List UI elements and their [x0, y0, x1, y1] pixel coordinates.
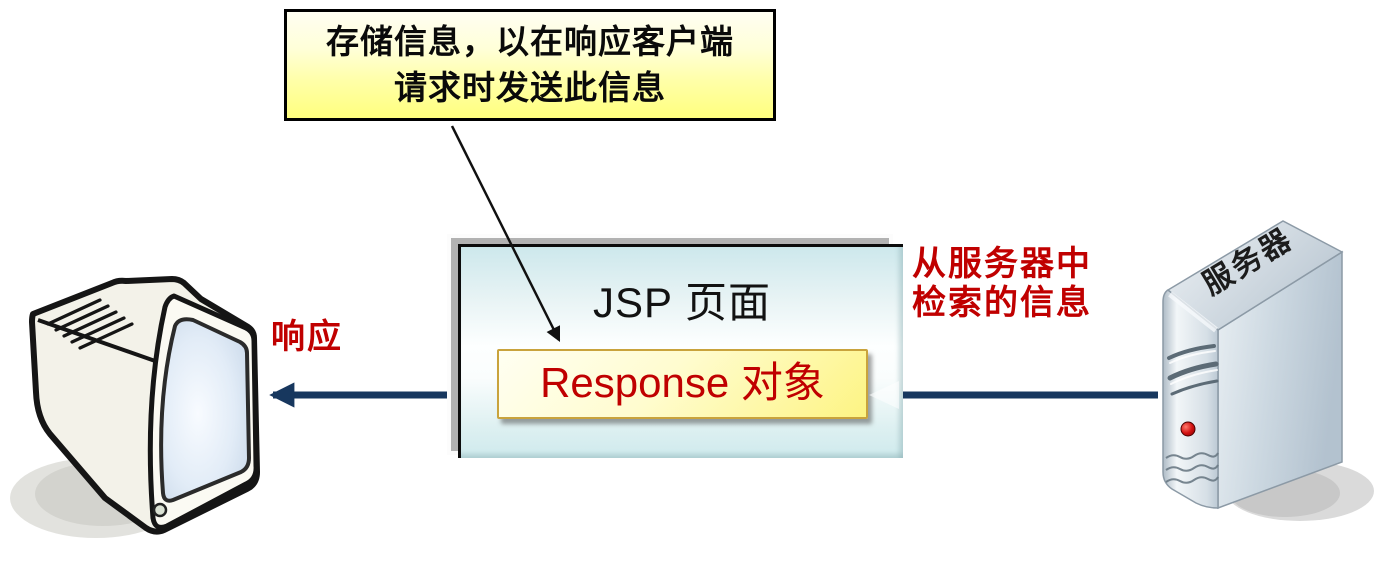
- retrieved-info-label: 从服务器中 检索的信息: [912, 245, 1092, 323]
- callout-note: 存储信息，以在响应客户端 请求时发送此信息: [284, 9, 776, 121]
- jsp-page-panel: JSP 页面 Response 对象: [458, 244, 903, 458]
- callout-line-2: 请求时发送此信息: [394, 69, 666, 106]
- jsp-page-title: JSP 页面: [593, 279, 771, 326]
- response-object-box: Response 对象: [497, 349, 868, 419]
- server-bevel-highlight: [1168, 291, 1218, 333]
- server-wavy-lines: [1165, 452, 1219, 484]
- client-computer-icon: [10, 276, 260, 538]
- response-object-label: Response 对象: [540, 359, 825, 406]
- server-vent-slits: [1167, 344, 1219, 396]
- callout-line-1: 存储信息，以在响应客户端: [326, 23, 734, 60]
- server-led: [1180, 421, 1196, 437]
- response-label: 响应: [271, 318, 343, 356]
- monitor-vents: [46, 298, 134, 350]
- monitor-screen: [159, 317, 251, 503]
- power-button-icon: [152, 502, 168, 518]
- retrieved-info-line-1: 从服务器中: [912, 245, 1092, 283]
- retrieved-info-line-2: 检索的信息: [912, 284, 1092, 322]
- server-icon: 服务器: [1162, 220, 1374, 521]
